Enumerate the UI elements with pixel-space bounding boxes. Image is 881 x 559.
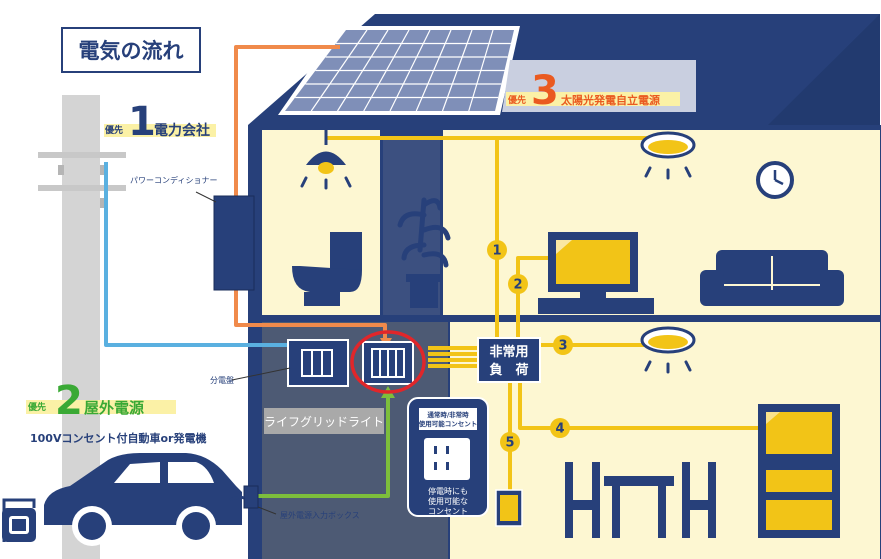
outlet-sign [419,408,477,430]
roof-side [768,14,880,125]
car-icon [44,453,245,546]
priority-1-highlight [104,124,216,137]
circuit-5-marker [500,432,520,452]
outdoor-input-box-leader [257,506,277,515]
circuit-3-label: 3 [558,339,567,354]
priority-1-label: 電力会社 [154,122,210,139]
priority-2-word: 優先 [27,401,46,413]
pole-insulator [100,198,106,208]
title-box [61,27,201,73]
grid-wire [104,162,292,347]
pole-insulator [100,165,106,175]
wall-clock-icon [756,161,794,199]
circuit-1-marker [487,240,507,260]
priority-1-number: 1 [128,99,156,145]
priority-2-number: 2 [55,378,83,424]
pole-insulator [58,165,64,175]
distribution-board-label: 分電盤 [210,375,234,385]
circuit-3-marker [553,335,573,355]
outlet-faceplate [424,438,470,480]
power-conditioner-label: パワーコンディショナー [130,175,217,185]
priority-3-word: 優先 [507,94,526,106]
emergency-circuits [326,136,760,490]
generator-icon [2,498,36,542]
dining-set-icon [565,462,716,538]
lifegrid-light-label: ライフグリッドライト [264,415,384,429]
circuit-4-marker [550,418,570,438]
emergency-load-label-line1: 非常用 [489,344,528,360]
emergency-load-label-line2: 負 荷 [489,362,528,378]
outdoor-wire [258,390,390,498]
outlet-sign-line2: 使用可能コンセント [418,419,478,428]
priority-3-label: 太陽光発電自立電源 [560,93,660,107]
emergency-load-box [477,337,541,383]
wall-outlet-face [500,495,518,521]
toilet-icon [292,232,362,306]
power-conditioner-leader [195,191,217,203]
circuit-1-label: 1 [492,244,501,259]
outlet-sign-line1: 通常時/非常時 [427,410,469,419]
diagram-title: 電気の流れ [79,39,184,63]
distribution-board-leader [231,367,291,381]
refrigerator-icon [758,404,840,538]
circuit-2-label: 2 [513,278,522,293]
outlet-caption-line1: 停電時にも [428,486,468,496]
ceiling-lamp-upper-right [640,131,696,180]
television-icon [538,232,654,314]
lifegrid-label-plate [264,408,384,434]
outlet-caption-line2: 使用可能な [428,496,468,506]
solar-panel-array [278,26,520,115]
solar-wire [234,45,340,196]
ceiling-lamp-upper-left [300,130,352,190]
priority-1-word: 優先 [104,124,123,136]
sofa-icon [700,250,844,306]
pole-crossarm-lower [38,185,126,191]
circuit-2-marker [508,274,528,294]
pole-crossarm-upper [38,152,126,158]
potted-plant-icon [397,197,451,308]
outdoor-source-note: 100Vコンセント付自動車or発電機 [30,431,206,445]
outlet-caption-line3: コンセント [428,507,468,516]
priority-3-number: 3 [531,68,559,114]
power-conditioner [213,195,255,291]
outdoor-input-box-label: 屋外電源入力ボックス [280,510,360,520]
distribution-board [287,339,349,387]
outdoor-input-box [243,485,259,509]
highlight-ring [350,330,426,394]
circuit-4-label: 4 [555,422,564,437]
ceiling-lamp-lower [640,326,696,374]
circuit-5-label: 5 [505,436,514,451]
priority-2-highlight [26,400,176,414]
priority-3-highlight [506,92,680,106]
priority-2-label: 屋外電源 [84,399,144,417]
